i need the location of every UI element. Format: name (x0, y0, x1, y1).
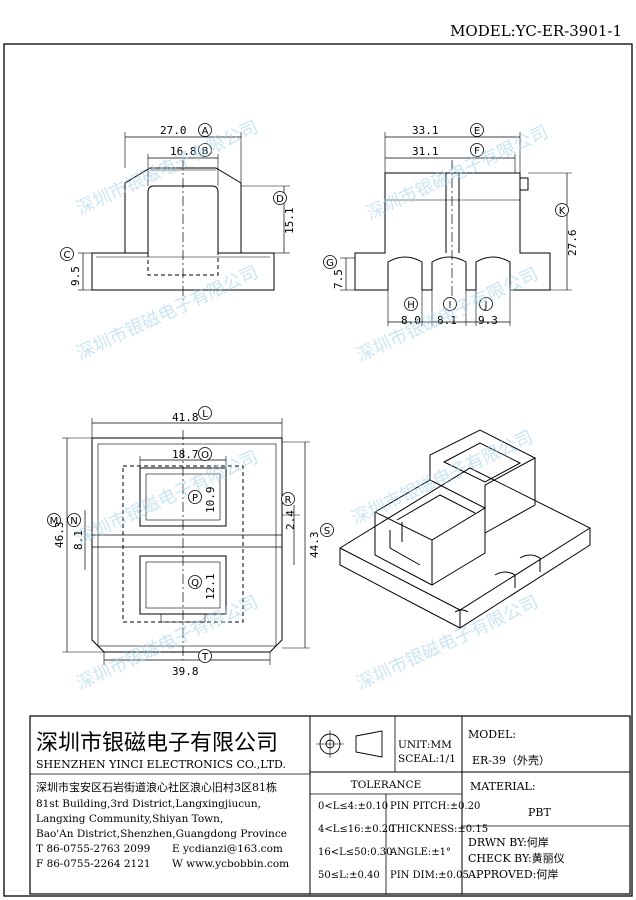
marker-q: Q (191, 578, 199, 589)
tolerance-7: ANGLE:±1° (389, 847, 451, 858)
tolerance-title: TOLERANCE (351, 779, 422, 791)
tolerance-1: 0<L≤4:±0.10 (318, 801, 388, 812)
marker-c-circle (60, 247, 74, 261)
dim-t-value: 39.8 (172, 665, 199, 678)
dim-d-value: 15.1 (283, 208, 296, 235)
fax: F 86-0755-2264 2121 (36, 858, 151, 870)
side-view-outline (354, 172, 551, 291)
model-value: ER-39（外壳） (472, 753, 550, 767)
top-view-outline (91, 437, 283, 653)
model-header: MODEL:YC-ER-3901-1 (450, 22, 622, 40)
telephone: T 86-0755-2763 2099 (36, 843, 150, 855)
marker-a: A (202, 126, 209, 137)
watermark-7: 深圳市银磁电子有限公司 (73, 592, 261, 695)
model-label: MODEL: (468, 728, 516, 741)
company-name-en: SHENZHEN YINCI ELECTRONICS CO.,LTD. (36, 758, 286, 771)
top-view-dims: 41.8 L 18.7 O P 10.9 Q 12.1 M 46.3 N 8.1… (47, 406, 334, 678)
dim-e-value: 33.1 (412, 124, 439, 137)
watermark-8: 深圳市银磁电子有限公司 (353, 592, 541, 695)
address-en-2: Langxing Community,Shiyan Town, (36, 813, 223, 825)
marker-h: H (407, 300, 415, 311)
dim-a-value: 27.0 (160, 124, 187, 137)
marker-m: M (50, 516, 59, 527)
marker-d-circle (273, 191, 287, 205)
dim-b-value: 16.8 (170, 145, 197, 158)
dim-s-value: 44.3 (308, 532, 321, 559)
dim-q-value: 12.1 (204, 574, 217, 601)
dim-h-value: 8.0 (401, 314, 421, 327)
material-value: PBT (528, 806, 551, 819)
website: W www.ycbobbin.com (172, 858, 289, 870)
marker-n: N (70, 516, 77, 527)
iso-base (339, 467, 591, 629)
scale-label: SCEAL:1/1 (398, 753, 456, 765)
marker-b: B (202, 146, 209, 157)
marker-i: I (449, 300, 452, 311)
marker-c: C (64, 250, 71, 261)
marker-t: T (201, 652, 209, 663)
dim-c-value: 9.5 (69, 266, 82, 286)
watermark-6: 深圳市银磁电子有限公司 (348, 427, 536, 530)
marker-l: L (202, 409, 208, 420)
projection-symbol (316, 730, 383, 758)
tolerance-4: 50≤L:±0.40 (318, 870, 380, 881)
dim-g-value: 7.5 (332, 269, 345, 289)
front-view-outline (91, 185, 275, 291)
dim-f-value: 31.1 (412, 145, 439, 158)
marker-k: K (559, 206, 566, 217)
sheet-border (3, 43, 633, 897)
email: E ycdianzi@163.com (172, 843, 283, 855)
marker-o: O (201, 450, 209, 461)
checked-by: CHECK BY:黄丽仪 (468, 851, 565, 865)
title-block: 深圳市银磁电子有限公司 SHENZHEN YINCI ELECTRONICS C… (29, 715, 631, 895)
material-label: MATERIAL: (470, 780, 536, 793)
address-cn: 深圳市宝安区石岩街道浪心社区浪心旧村3区81栋 (36, 780, 277, 794)
side-view (340, 132, 572, 326)
tolerance-8: PIN DIM:±0.05 (390, 870, 469, 881)
marker-b-circle (198, 143, 212, 157)
marker-r: R (285, 495, 292, 506)
watermarks: 深圳市银磁电子有限公司 深圳市银磁电子有限公司 深圳市银磁电子有限公司 深圳市银… (73, 117, 551, 695)
watermark-3: 深圳市银磁电子有限公司 (73, 262, 261, 365)
unit-label: UNIT:MM (398, 739, 452, 751)
marker-j: J (484, 300, 488, 311)
marker-d: D (276, 194, 284, 205)
marker-e: E (474, 126, 480, 137)
front-view-dims: 27.0 A 16.8 B C 9.5 D 15.1 (60, 123, 296, 286)
marker-g: G (326, 258, 334, 269)
dim-n-value: 8.1 (72, 530, 85, 550)
dim-p-value: 10.9 (204, 487, 217, 514)
dim-r-value: 2.4 (284, 510, 297, 530)
approved-by: APPROVED:何岸 (467, 868, 558, 881)
drawn-by: DRWN BY:何岸 (468, 836, 549, 849)
front-view (78, 132, 290, 300)
marker-s: S (324, 526, 330, 537)
company-name-cn: 深圳市银磁电子有限公司 (36, 731, 278, 756)
watermark-4: 深圳市银磁电子有限公司 (353, 264, 541, 367)
dim-k-value: 27.6 (566, 230, 579, 257)
tolerance-6: THICKNESS:±0.15 (390, 824, 488, 835)
marker-a-circle (198, 123, 212, 137)
top-view (62, 418, 310, 665)
dim-l-value: 41.8 (172, 411, 199, 424)
side-view-dims: 33.1 E 31.1 F K 27.6 G 7.5 H I J 8.0 8.1… (323, 123, 579, 327)
dim-m-value: 46.3 (53, 522, 66, 549)
tolerance-3: 16<L≤50:0.30 (318, 847, 392, 858)
dim-i-value: 8.1 (437, 314, 457, 327)
marker-f: F (474, 146, 480, 157)
tolerance-2: 4<L≤16:±0.20 (318, 824, 395, 835)
dim-o-value: 18.7 (172, 448, 199, 461)
dim-j-value: 9.3 (478, 314, 498, 327)
isometric-view (339, 429, 591, 629)
marker-p: P (192, 493, 198, 504)
tolerance-5: PIN PITCH:±0.20 (390, 801, 480, 812)
address-en-3: Bao'An District,Shenzhen,Guangdong Provi… (36, 828, 287, 840)
address-en-1: 81st Building,3rd District,Langxingjiucu… (36, 798, 261, 810)
watermark-5: 深圳市银磁电子有限公司 (73, 447, 261, 550)
